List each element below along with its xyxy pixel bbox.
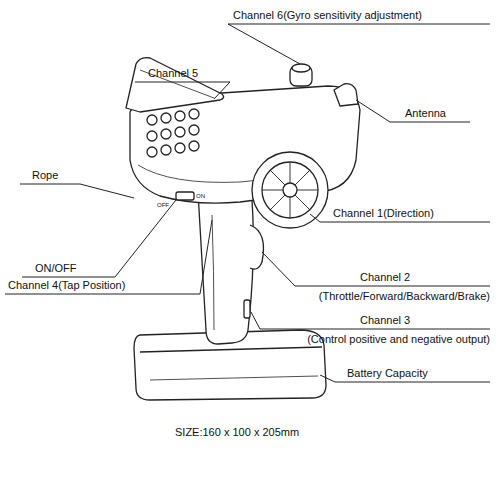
channel-description: (Throttle/Forward/Backward/Brake): [319, 290, 490, 303]
part-label: Antenna: [405, 107, 446, 120]
channel-label: Channel 1(Direction): [333, 207, 434, 220]
switch-marking: ON: [196, 193, 205, 200]
channel-label: Channel 4(Tap Position): [8, 279, 125, 292]
part-label: ON/OFF: [35, 262, 77, 275]
channel-label: Channel 3: [360, 314, 410, 327]
switch-marking: OFF: [157, 202, 169, 209]
channel-label: Channel 2: [360, 271, 410, 284]
part-label: Battery Capacity: [347, 367, 428, 380]
channel-description: (Control positive and negative output): [307, 333, 490, 346]
channel-label: Channel 6(Gyro sensitivity adjustment): [233, 9, 422, 22]
part-label: Rope: [32, 169, 58, 182]
channel-label: Channel 5: [148, 67, 198, 80]
dimension-note: SIZE:160 x 100 x 205mm: [175, 426, 299, 439]
